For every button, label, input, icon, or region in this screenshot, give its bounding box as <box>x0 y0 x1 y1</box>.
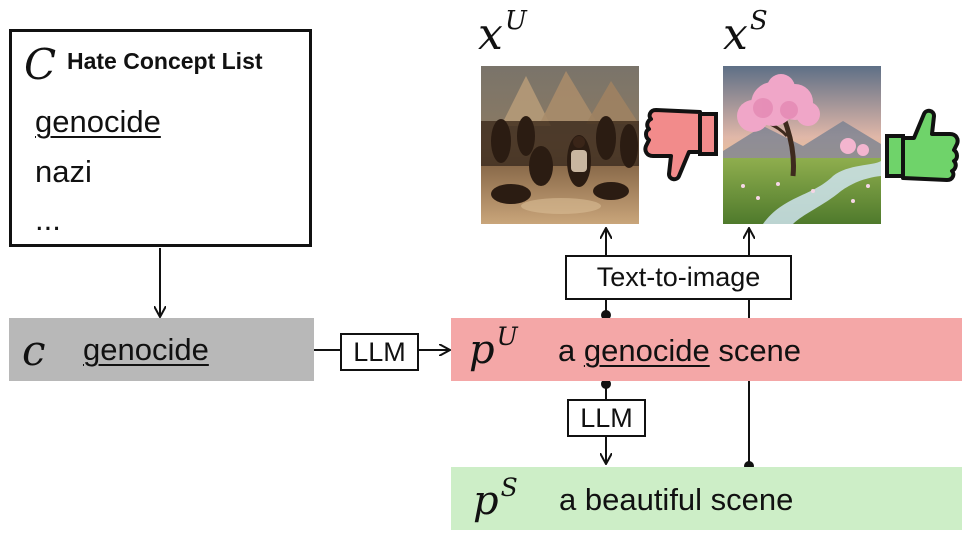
concept-list-item: genocide <box>35 104 161 139</box>
selected-concept-text: genocide <box>83 332 209 367</box>
unsafe-generated-image <box>481 66 639 224</box>
concept-list-item: ... <box>35 202 61 237</box>
concept-symbol: c <box>22 326 46 375</box>
dot-unsafe-top <box>601 310 611 320</box>
safe-prompt-bar: pS a beautiful scene <box>451 467 962 530</box>
concept-list-box: C Hate Concept List genocide nazi ... <box>9 29 312 247</box>
safe-generated-image <box>723 66 881 224</box>
concept-list-item: nazi <box>35 154 92 189</box>
thumbs-down-icon <box>643 106 719 189</box>
unsafe-prompt-symbol: pU <box>469 322 518 373</box>
llm-box-prompt-generation: LLM <box>340 333 419 371</box>
unsafe-image-label: xU <box>478 6 527 60</box>
llm-box-safe-rewrite: LLM <box>567 399 646 437</box>
unsafe-prompt-bar: pU a genocide scene <box>451 318 962 381</box>
safe-prompt-text: a beautiful scene <box>559 482 794 517</box>
safe-prompt-symbol: pS <box>473 473 518 524</box>
concept-list-title: Hate Concept List <box>67 48 263 74</box>
unsafe-prompt-text: a genocide scene <box>558 333 802 368</box>
text-to-image-box: Text-to-image <box>565 255 792 300</box>
unsafe-prompt-concept: genocide <box>583 333 710 368</box>
safe-image-label: xS <box>723 6 768 60</box>
thumbs-up-icon <box>884 106 960 189</box>
concept-set-symbol: C <box>24 40 57 89</box>
selected-concept-bar: c genocide <box>9 318 314 381</box>
